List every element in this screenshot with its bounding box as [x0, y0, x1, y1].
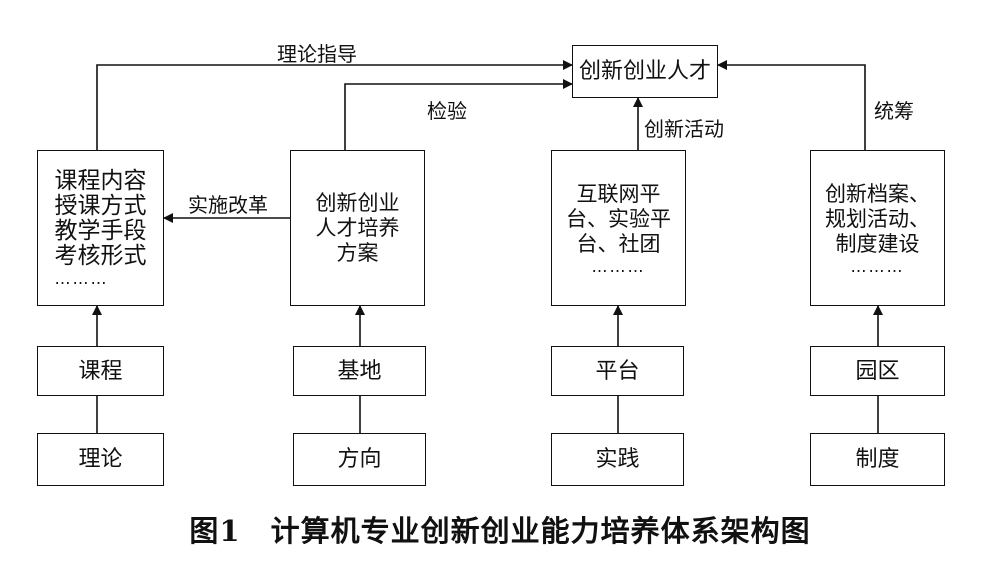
plan-line-3: 方案 — [336, 240, 379, 265]
plan-line-1: 创新创业 — [315, 190, 400, 215]
course-line-1: 课程内容 — [54, 168, 147, 194]
node-lilun-label: 理论 — [78, 447, 123, 472]
node-shijian: 实践 — [551, 433, 684, 486]
label-coordinate: 统筹 — [874, 99, 914, 123]
node-course-content: 课程内容 授课方式 教学手段 考核形式 ……… — [37, 150, 164, 306]
archives-line-1: 创新档案、 — [825, 181, 930, 206]
figure-caption: 图1 计算机专业创新创业能力培养体系架构图 — [189, 514, 811, 548]
label-reform: 实施改革 — [188, 193, 268, 217]
node-pingtai: 平台 — [551, 346, 684, 396]
plan-line-2: 人才培养 — [315, 215, 400, 240]
node-training-plan: 创新创业 人才培养 方案 — [290, 150, 425, 306]
edge-coordinate — [717, 60, 866, 150]
node-jidi-label: 基地 — [337, 358, 382, 384]
node-talent-label: 创新创业人才 — [578, 59, 711, 84]
node-fangxiang: 方向 — [293, 433, 426, 486]
node-archives: 创新档案、 规划活动、 制度建设 ……… — [810, 150, 945, 306]
course-ellipsis: ……… — [54, 269, 109, 288]
course-line-4: 考核形式 — [54, 243, 147, 269]
node-zhidu: 制度 — [810, 433, 945, 486]
node-talent: 创新创业人才 — [572, 45, 718, 98]
label-test: 检验 — [427, 99, 467, 123]
node-yuanqu-label: 园区 — [855, 358, 900, 384]
edge-test — [344, 79, 573, 150]
archives-line-2: 规划活动、 — [825, 206, 930, 231]
node-kecheng-label: 课程 — [78, 358, 123, 384]
node-fangxiang-label: 方向 — [337, 447, 382, 472]
archives-ellipsis: ……… — [850, 256, 905, 276]
node-shijian-label: 实践 — [595, 447, 640, 472]
node-platforms: 互联网平 台、实验平 台、社团 ……… — [551, 150, 686, 306]
platform-ellipsis: ……… — [591, 256, 646, 276]
course-line-2: 授课方式 — [54, 193, 147, 219]
archives-line-3: 制度建设 — [835, 231, 920, 256]
platform-line-3: 台、社团 — [576, 231, 661, 256]
node-pingtai-label: 平台 — [595, 358, 640, 384]
course-line-3: 教学手段 — [54, 218, 147, 244]
node-yuanqu: 园区 — [810, 346, 945, 396]
platform-line-2: 台、实验平 — [566, 206, 671, 231]
node-jidi: 基地 — [293, 346, 426, 396]
node-kecheng: 课程 — [37, 346, 164, 396]
node-lilun: 理论 — [37, 433, 164, 486]
diagram-connectors — [92, 60, 883, 433]
label-activity: 创新活动 — [644, 117, 724, 141]
edge-guidance — [96, 60, 573, 150]
label-guidance: 理论指导 — [277, 42, 357, 66]
platform-line-1: 互联网平 — [576, 181, 661, 206]
node-zhidu-label: 制度 — [855, 447, 900, 472]
